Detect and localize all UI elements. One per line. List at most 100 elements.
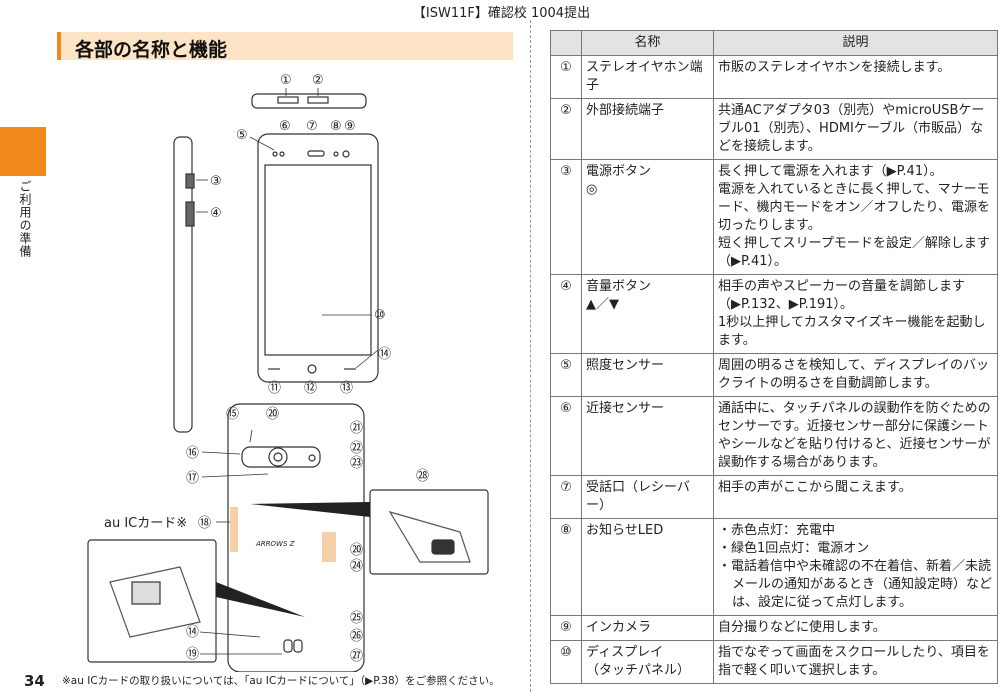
callout-26: ㉖: [350, 629, 363, 644]
phone-diagram: ① ② ⑤ ⑥ ⑦ ⑧ ⑨ ③ ④ ⑩ ⑭ ⑪ ⑫ ⑬ ⑮ ⑳ ㉑ ㉒ ㉓ ⑯ …: [87, 73, 489, 672]
description-line: 電源を入れているときに長く押して、マナーモード、機内モードをオン／オフしたり、電…: [718, 182, 990, 233]
part-name-line: お知らせLED: [586, 523, 664, 538]
bullet-item: 緑色1回点灯：電源オン: [718, 540, 993, 558]
header-name: 名称: [581, 30, 714, 56]
callout-25: ㉕: [350, 611, 363, 626]
callout-11: ⑪: [268, 381, 281, 396]
part-description: 長く押して電源を入れます（▶P.41）。電源を入れているときに長く押して、マナー…: [713, 159, 998, 275]
table-row: ② 外部接続端子 共通ACアダプタ03（別売）やmicroUSBケーブル01（別売）…: [550, 98, 998, 160]
callout-5: ⑤: [236, 128, 248, 143]
section-heading: 各部の名称と機能: [57, 32, 513, 61]
part-name: ステレオイヤホン端子: [581, 55, 714, 99]
part-name-line: インカメラ: [586, 620, 652, 635]
part-name-line: 受話口（レシーバー）: [586, 480, 690, 513]
row-number: ⑨: [550, 615, 582, 641]
callout-9: ⑨: [344, 119, 356, 134]
part-name: 電源ボタン◎: [581, 159, 714, 275]
part-name-line: ステレオイヤホン端子: [586, 60, 703, 93]
part-name-line: 近接センサー: [586, 401, 665, 416]
phone-back-view: [227, 403, 365, 672]
part-description: 周囲の明るさを検知して、ディスプレイのバックライトの明るさを自動調節します。: [713, 353, 998, 397]
description-line: 市販のステレオイヤホンを接続します。: [718, 60, 951, 75]
callout-20-top: ⑳: [266, 407, 279, 422]
description-bullets: 赤色点灯：充電中緑色1回点灯：電源オン電話着信中や未確認の不在着信、新着／未読メ…: [718, 522, 993, 612]
callout-4: ④: [210, 206, 222, 221]
callout-13: ⑬: [340, 381, 353, 396]
callout-19: ⑲: [186, 647, 199, 662]
callout-7: ⑦: [306, 119, 318, 134]
description-line: 通話中に、タッチパネルの誤動作を防ぐためのセンサーです。近接センサー部分に保護シ…: [718, 401, 991, 470]
ic-card-inset: [87, 539, 217, 663]
callout-18: ⑱: [198, 516, 211, 531]
row-number: ①: [550, 55, 582, 99]
description-line: 1秒以上押してカスタマイズキー機能を起動します。: [718, 315, 986, 348]
part-name-line: 照度センサー: [586, 358, 665, 373]
part-name-line: （タッチパネル）: [586, 663, 691, 678]
description-line: 長く押して電源を入れます（▶P.41）。: [718, 164, 943, 179]
part-description: 市販のステレオイヤホンを接続します。: [713, 55, 998, 99]
header-desc: 説明: [713, 30, 998, 56]
callout-12: ⑫: [304, 381, 317, 396]
part-description: 相手の声がここから聞こえます。: [713, 475, 998, 519]
part-name-line: ディスプレイ: [586, 645, 664, 660]
callout-2: ②: [312, 73, 324, 88]
bullet-item: 赤色点灯：充電中: [718, 522, 993, 540]
phone-display: [264, 164, 372, 356]
row-number: ⑦: [550, 475, 582, 519]
table-header-row: 名称 説明: [550, 30, 998, 56]
row-number: ⑤: [550, 353, 582, 397]
part-description: 通話中に、タッチパネルの誤動作を防ぐためのセンサーです。近接センサー部分に保護シ…: [713, 396, 998, 476]
callout-21: ㉑: [350, 421, 363, 436]
row-number: ⑧: [550, 518, 582, 616]
section-title-text: 各部の名称と機能: [75, 39, 228, 61]
callout-1: ①: [280, 73, 292, 88]
part-name-line: 外部接続端子: [586, 103, 665, 118]
row-number: ②: [550, 98, 582, 160]
row-number: ③: [550, 159, 582, 275]
row-number: ⑥: [550, 396, 582, 476]
part-name: ディスプレイ （タッチパネル）: [581, 640, 714, 684]
description-line: 短く押してスリープモードを設定／解除します（▶P.41）。: [718, 236, 990, 269]
table-row: ⑨ インカメラ 自分撮りなどに使用します。: [550, 615, 998, 641]
description-line: 相手の声やスピーカーの音量を調節します（▶P.132、▶P.191）。: [718, 279, 966, 312]
phone-top-edge: [251, 93, 367, 109]
bullet-item: 電話着信中や未確認の不在着信、新着／未読メールの通知があるとき（通知設定時）など…: [718, 558, 993, 612]
document-header: 【ISW11F】確認校 1004提出: [412, 6, 591, 21]
table-row: ⑧ お知らせLED 赤色点灯：充電中緑色1回点灯：電源オン電話着信中や未確認の不在着…: [550, 518, 998, 616]
description-line: 指でなぞって画面をスクロールしたり、項目を指で軽く叩いて選択します。: [718, 645, 990, 678]
part-name: 受話口（レシーバー）: [581, 475, 714, 519]
phone-side-view: [173, 136, 193, 433]
callout-3: ③: [210, 174, 222, 189]
callout-28: ㉘: [416, 469, 429, 484]
callout-15: ⑮: [226, 407, 239, 422]
callout-6: ⑥: [279, 119, 291, 134]
phone-front-view: [257, 133, 379, 383]
callout-23: ㉓: [350, 456, 363, 471]
callout-20: ⑳: [350, 543, 363, 558]
callout-10: ⑩: [374, 308, 386, 323]
chapter-tab-marker: [0, 127, 46, 176]
microsd-inset: [369, 489, 489, 575]
part-description: 指でなぞって画面をスクロールしたり、項目を指で軽く叩いて選択します。: [713, 640, 998, 684]
part-description: 相手の声やスピーカーの音量を調節します（▶P.132、▶P.191）。1秒以上押…: [713, 274, 998, 354]
part-name: インカメラ: [581, 615, 714, 641]
part-name: 外部接続端子: [581, 98, 714, 160]
callout-14-front: ⑭: [378, 347, 391, 362]
chapter-label: ご利用の準備: [18, 180, 32, 258]
callout-8: ⑧: [330, 119, 342, 134]
callout-27: ㉗: [350, 649, 363, 664]
callout-24: ㉔: [350, 559, 363, 574]
part-name-line: ◎: [586, 182, 598, 197]
description-line: 周囲の明るさを検知して、ディスプレイのバックライトの明るさを自動調節します。: [718, 358, 990, 391]
row-number: ④: [550, 274, 582, 354]
description-line: 自分撮りなどに使用します。: [718, 620, 886, 635]
part-name-line: ▲／▼: [586, 297, 619, 312]
callout-22: ㉒: [350, 441, 363, 456]
part-description: 共通ACアダプタ03（別売）やmicroUSBケーブル01（別売）、HDMIケー…: [713, 98, 998, 160]
callout-14: ⑭: [186, 625, 199, 640]
